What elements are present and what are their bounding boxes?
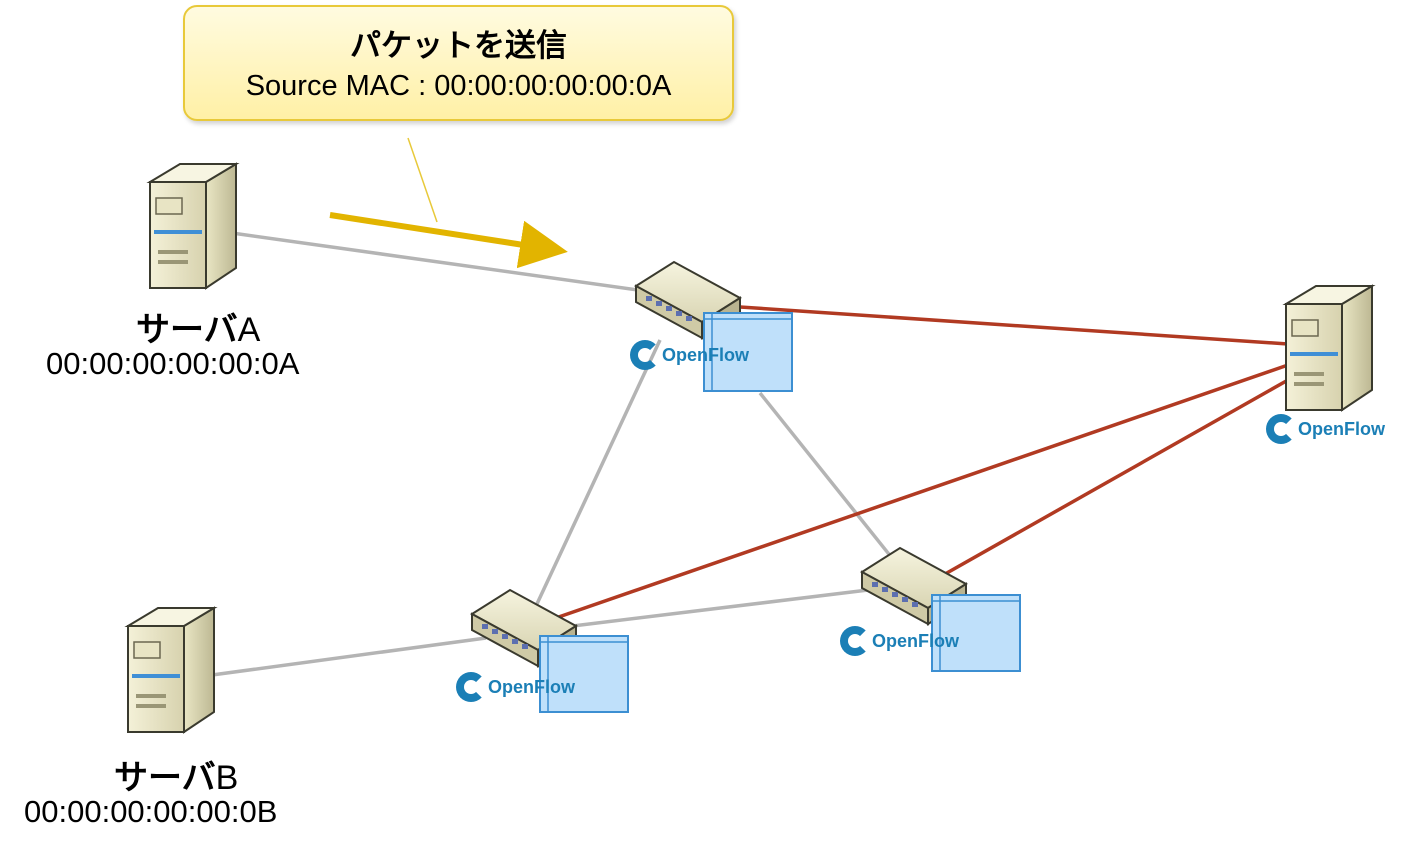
server-b-name-suffix: B [215, 759, 239, 797]
server-b-name-prefix: サーバ [114, 759, 216, 797]
controller-server-icon [1282, 284, 1376, 412]
flow-table-1 [703, 312, 793, 392]
link-switch1-server-right [739, 305, 1289, 346]
openflow-mark-icon [840, 626, 870, 656]
link-switch1-switch2 [534, 339, 662, 607]
server-a-mac: 00:00:00:00:00:0A [46, 346, 300, 381]
link-serverB-switch2 [211, 636, 487, 677]
callout-title: パケットを送信 [350, 28, 567, 63]
server-b-icon [124, 606, 218, 734]
openflow-logo-switch-1: OpenFlow [630, 340, 749, 370]
packet-arrow [329, 212, 568, 269]
flow-table-3 [931, 594, 1021, 672]
server-a-icon [146, 162, 240, 290]
openflow-logo-switch-3: OpenFlow [840, 626, 959, 656]
link-switch3-server-right [937, 378, 1289, 580]
openflow-logo-controller: OpenFlow [1266, 414, 1385, 444]
send-packet-callout: パケットを送信 Source MAC : 00:00:00:00:00:0A [183, 5, 734, 121]
link-serverA-switch1 [231, 231, 653, 294]
link-switch2-server-right [549, 363, 1289, 622]
callout-source-mac: Source MAC : 00:00:00:00:00:0A [245, 70, 672, 102]
callout-pointer [407, 137, 438, 223]
openflow-mark-icon [630, 340, 660, 370]
server-a-name-suffix: A [237, 311, 261, 349]
link-switch2-switch3 [539, 588, 869, 632]
openflow-mark-icon [1266, 414, 1296, 444]
server-b-name: サーバB [114, 750, 238, 799]
openflow-logo-text: OpenFlow [662, 344, 749, 365]
red-links [549, 305, 1289, 622]
link-switch1-switch3 [758, 391, 902, 570]
gray-links [211, 231, 902, 677]
server-a-name-prefix: サーバ [136, 311, 238, 349]
openflow-logo-text: OpenFlow [872, 630, 959, 651]
openflow-logo-switch-2: OpenFlow [456, 672, 575, 702]
openflow-mark-icon [456, 672, 486, 702]
flow-table-2 [539, 635, 629, 713]
server-a-name: サーバA [136, 302, 260, 351]
server-b-mac: 00:00:00:00:00:0B [24, 794, 278, 829]
openflow-logo-text: OpenFlow [1298, 418, 1385, 439]
openflow-logo-text: OpenFlow [488, 676, 575, 697]
